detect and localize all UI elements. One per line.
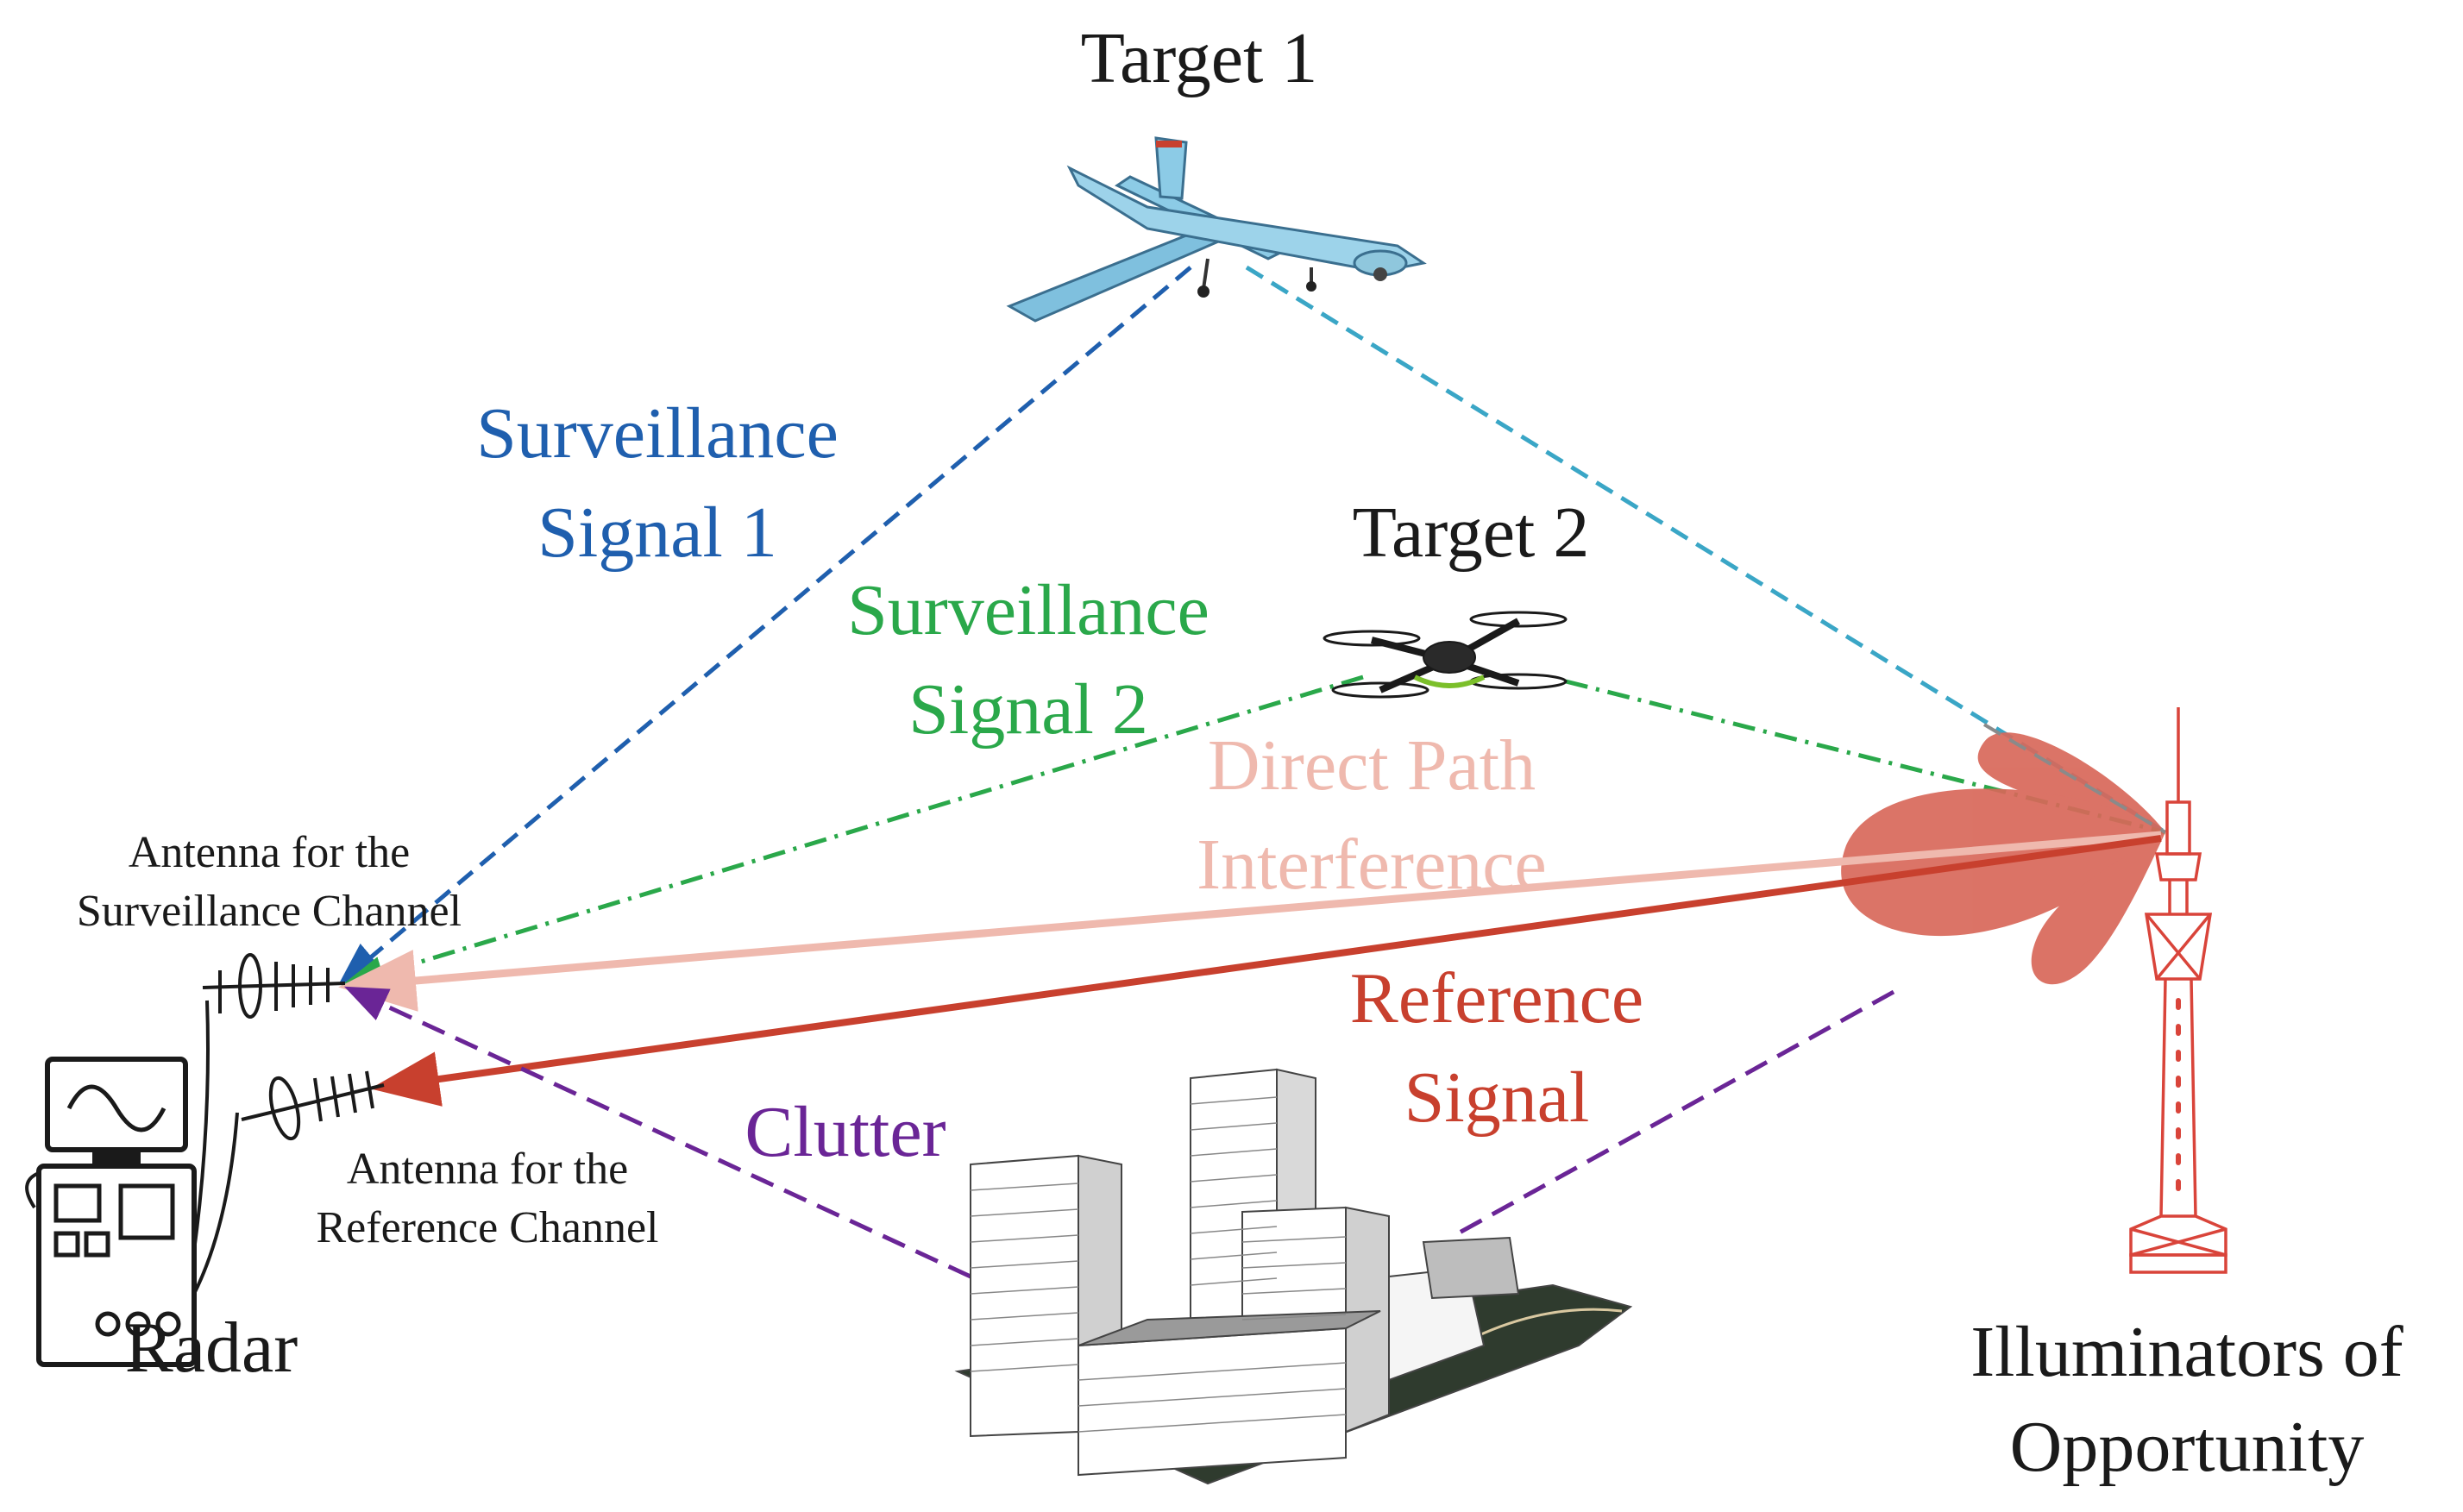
target-1-label: Target 1 [1081,18,1318,98]
reference-signal-label-line1: Reference [1350,958,1643,1038]
direct-path-interference-label-line2: Interference [1197,825,1547,905]
surveillance-signal-2-label-line1: Surveillance [847,570,1210,650]
surveillance-signal-1-label-line1: Surveillance [476,393,839,474]
clutter-path [343,986,972,1279]
illuminators-label-line2: Opportunity [2010,1407,2365,1487]
illuminator-to-clutter-path [1456,989,1895,1236]
antenna-surveillance-label-line2: Surveillance Channel [77,887,462,936]
radar-label: Radar [125,1308,298,1388]
surveillance-signal-1-label-line2: Signal 1 [537,492,777,573]
illuminators-label-line1: Illuminators of [1970,1312,2403,1392]
radar-console-icon [25,1000,239,1367]
antenna-reference-label-line1: Antenna for the [347,1145,628,1194]
illuminator-to-target2-path [1565,679,2166,835]
surveillance-signal-1-path [338,266,1192,985]
surveillance-signal-2-label-line2: Signal 2 [908,669,1148,750]
city-buildings-icon [954,1068,1633,1485]
broadcast-tower-icon [2129,707,2227,1274]
illuminator-to-target1-overlay [1982,723,2167,834]
yagi-antenna-surveillance-icon [202,953,346,1019]
antenna-reference-label-line2: Reference Channel [316,1203,658,1252]
clutter-label: Clutter [745,1092,946,1172]
direct-path-interference-path [338,831,2162,1012]
reference-signal-label-line2: Signal [1404,1057,1590,1138]
quadcopter-icon [1323,611,1568,699]
target-2-label: Target 2 [1353,492,1590,573]
antenna-surveillance-label-line1: Antenna for the [129,828,410,877]
reference-signal-path [370,835,2162,1107]
surveillance-signal-2-path [341,674,1364,990]
uav-fixed-wing-icon [1006,136,1427,323]
direct-path-interference-label-line1: Direct Path [1208,725,1536,806]
yagi-antenna-reference-icon [241,1070,385,1141]
